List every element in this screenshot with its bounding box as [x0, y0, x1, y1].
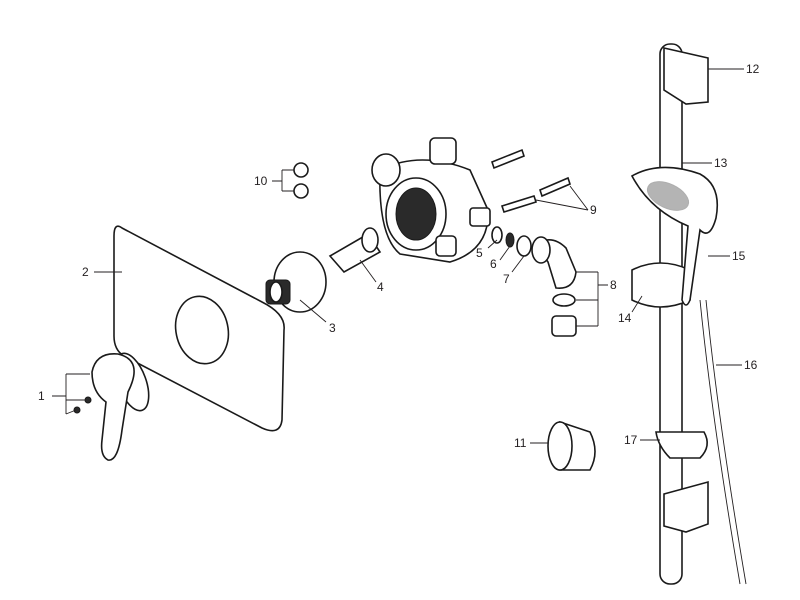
- callout-9: 9: [590, 203, 597, 217]
- o-ring-7: [516, 235, 532, 257]
- callout-12: 12: [746, 62, 760, 76]
- bottom-bracket: [663, 480, 709, 533]
- callout-16: 16: [744, 358, 758, 372]
- callout-17: 17: [624, 433, 638, 447]
- callout-14: 14: [618, 311, 632, 325]
- spindle: [328, 227, 382, 274]
- callout-4: 4: [377, 280, 384, 294]
- ring-10b: [293, 183, 309, 199]
- pins: [491, 148, 571, 213]
- callout-15: 15: [732, 249, 746, 263]
- seal-6: [505, 232, 515, 248]
- washer-5: [491, 226, 503, 244]
- end-cap: [547, 420, 596, 471]
- hose: [699, 299, 741, 585]
- callout-13: 13: [714, 156, 728, 170]
- callout-3: 3: [329, 321, 336, 335]
- callout-11: 11: [514, 436, 527, 450]
- callout-6: 6: [490, 257, 497, 271]
- callout-8: 8: [610, 278, 617, 292]
- leader-lines: [52, 68, 744, 444]
- callout-1: 1: [38, 389, 45, 403]
- cartridge: [265, 251, 327, 313]
- ring-10a: [293, 162, 309, 178]
- valve-body: [371, 137, 491, 263]
- hand-shower: [630, 166, 719, 306]
- callout-5: 5: [476, 246, 483, 260]
- callout-2: 2: [82, 265, 89, 279]
- elbow-fitting: [531, 236, 577, 337]
- callout-10: 10: [254, 174, 268, 188]
- soap-dish: [655, 431, 708, 459]
- top-bracket: [663, 46, 709, 105]
- lever-handle: [73, 352, 150, 461]
- cover-plate: [113, 225, 285, 432]
- callout-7: 7: [503, 272, 510, 286]
